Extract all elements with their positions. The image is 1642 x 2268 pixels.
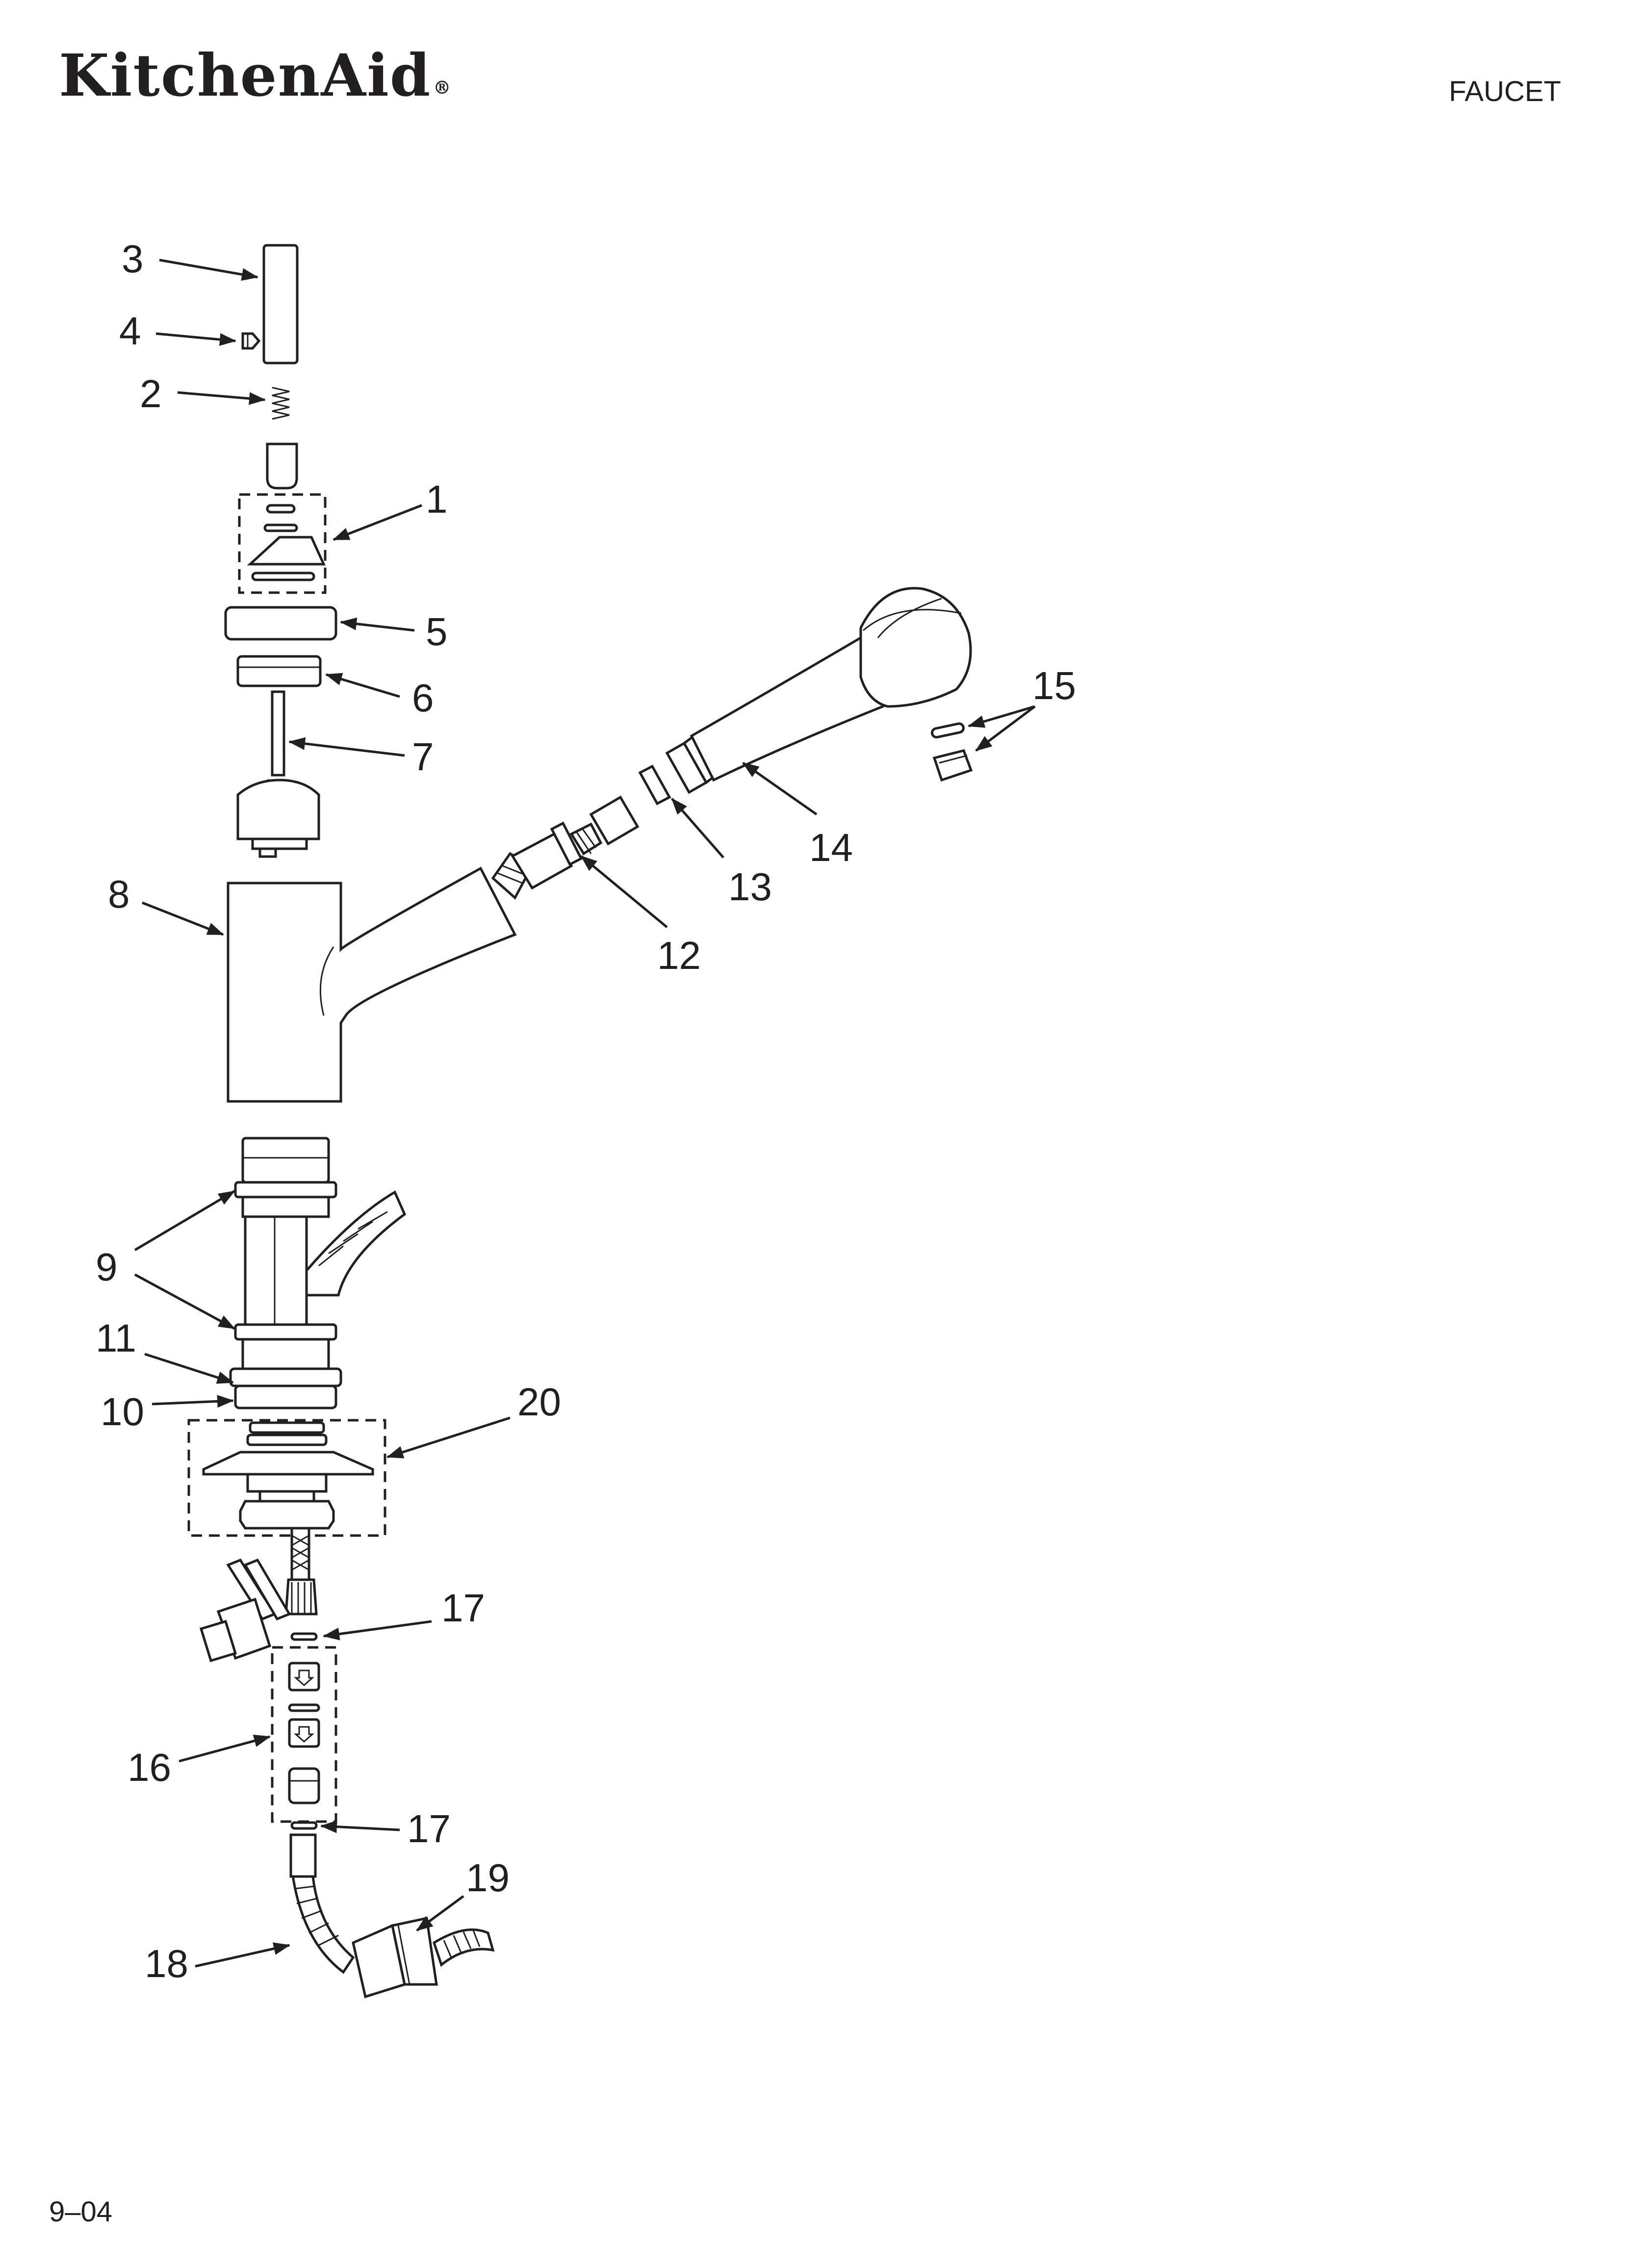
part-check-valve-assembly (271, 1632, 337, 1830)
callout-11: 11 (96, 1316, 136, 1360)
part-supply-lines (199, 1527, 318, 1663)
part-spray-head (665, 587, 972, 794)
leader-lines (134, 259, 1036, 1968)
part-hose-and-weight (289, 1833, 495, 1999)
callout-6: 6 (412, 676, 434, 720)
callout-15: 15 (1032, 664, 1076, 707)
part-retainer-nut (236, 655, 322, 687)
callout-17-top: 17 (441, 1586, 485, 1630)
callout-14: 14 (809, 826, 853, 869)
part-spring (272, 387, 290, 420)
callout-17-bottom: 17 (407, 1807, 451, 1851)
part-mounting-kit (187, 1419, 386, 1537)
callout-19: 19 (466, 1856, 510, 1900)
callout-4: 4 (119, 309, 141, 353)
callout-8: 8 (108, 872, 130, 916)
brand-logo: KitchenAid® (59, 47, 452, 104)
part-aerator (931, 722, 973, 782)
brand-wordmark: KitchenAid (59, 41, 432, 109)
callout-18: 18 (145, 1942, 188, 1985)
part-handle-lever (262, 244, 299, 365)
callout-16: 16 (128, 1746, 171, 1789)
callout-9: 9 (96, 1245, 118, 1289)
callout-20: 20 (517, 1380, 561, 1424)
part-o-ring (638, 764, 671, 806)
callout-12: 12 (657, 934, 701, 977)
callout-numbers: 3 4 2 1 5 6 7 8 12 13 14 15 9 11 10 20 1… (96, 237, 1076, 1985)
callout-3: 3 (122, 237, 144, 281)
registered-mark: ® (433, 78, 452, 98)
callout-7: 7 (412, 735, 434, 779)
date-code: 9–04 (49, 2196, 113, 2228)
callout-1: 1 (426, 477, 448, 521)
part-shank-assembly (229, 1137, 407, 1387)
callout-10: 10 (101, 1390, 144, 1434)
part-hose-adapter (491, 795, 640, 900)
callout-2: 2 (140, 372, 162, 416)
part-faucet-body (227, 866, 517, 1103)
part-trim-ring (224, 606, 337, 641)
callout-5: 5 (426, 610, 448, 653)
part-cartridge (236, 690, 320, 858)
part-cap-assembly (238, 443, 327, 594)
part-set-screw (241, 332, 261, 350)
part-washers (234, 1384, 337, 1409)
section-title: FAUCET (1449, 76, 1561, 107)
callout-13: 13 (728, 865, 772, 909)
